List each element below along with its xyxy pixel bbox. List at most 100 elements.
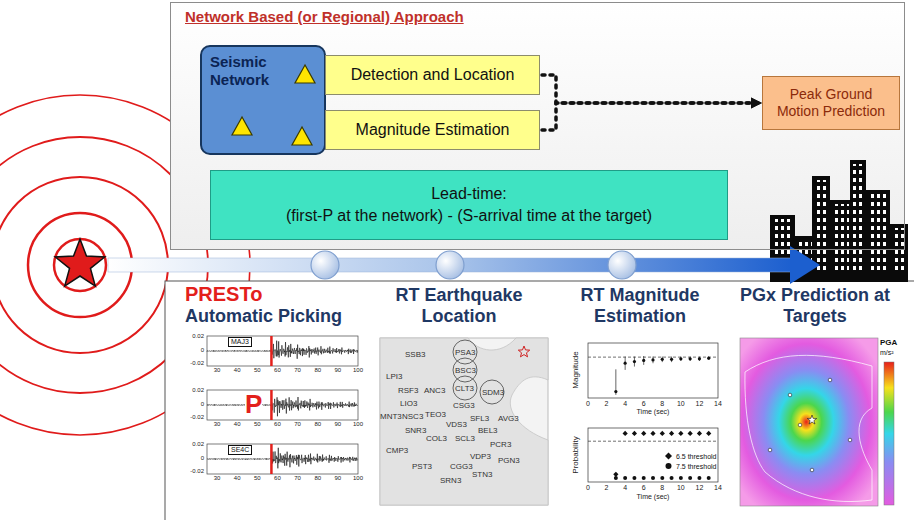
axis-tick: 80 — [314, 475, 321, 482]
axis-tick: 90 — [335, 367, 342, 374]
station-name: STN3 — [472, 470, 492, 479]
station-name: COL3 — [426, 434, 447, 443]
trace-label: MAJ3 — [228, 337, 252, 347]
stage-heading: RT Earthquake Location — [383, 285, 535, 326]
plot-label: Probability — [571, 436, 580, 473]
target-site — [768, 448, 772, 452]
network-box: Seismic Network — [200, 45, 326, 155]
station-name: PSA3 — [455, 348, 475, 357]
threshold-line — [588, 441, 718, 442]
plot-label: 12 — [696, 400, 704, 408]
panel-ground — [170, 2, 905, 250]
station-circle — [453, 340, 477, 364]
pga-coast — [745, 355, 872, 501]
timeline-arrowhead — [790, 246, 820, 284]
station-triangle — [292, 127, 312, 145]
plot-label: 8 — [660, 400, 664, 408]
station-name: LPI3 — [386, 372, 402, 381]
plot-label: 14 — [714, 400, 722, 408]
trace-label: P — [245, 391, 262, 417]
magnitude-point — [661, 358, 664, 361]
trace-frame — [207, 444, 358, 474]
map-land — [380, 338, 548, 505]
legend-text: 6.5 threshold — [676, 453, 716, 460]
plot-label: 2 — [605, 400, 609, 408]
probability-point — [669, 431, 674, 436]
station-name: RSF3 — [398, 386, 418, 395]
probability-point — [614, 476, 618, 480]
node-text: Magnitude Estimation — [356, 121, 510, 139]
target-site — [848, 438, 852, 442]
station-name: ANC3 — [424, 386, 445, 395]
axis-tick: 100 — [353, 475, 363, 482]
axis-tick: 80 — [314, 421, 321, 428]
axis-tick: 0 — [201, 455, 204, 462]
station-name: CSG3 — [453, 401, 475, 410]
target-site — [788, 393, 792, 397]
legend-text: 7.5 threshold — [676, 463, 716, 470]
magnitude-point — [642, 359, 645, 362]
plot-label: 10 — [677, 400, 685, 408]
station-name: PCR3 — [490, 440, 511, 449]
building — [850, 160, 866, 282]
probability-point — [651, 476, 655, 480]
node-body: (first-P at the network) - (S-arrival ti… — [286, 205, 652, 227]
approach-panel: Network Based (or Regional) ApproachSeis… — [170, 2, 905, 250]
pick-marker — [270, 390, 273, 420]
magnitude-point — [614, 390, 617, 393]
axis-tick: 30 — [214, 475, 221, 482]
probability-point — [660, 476, 664, 480]
probability-point — [632, 476, 636, 480]
station-circle — [453, 376, 477, 400]
magnitude-point — [679, 357, 682, 360]
building-windows — [853, 164, 863, 274]
magnitude-plots — [588, 343, 718, 482]
stage-heading: RT Magnitude Estimation — [560, 285, 720, 326]
axis-tick: -0.02 — [190, 468, 204, 475]
probability-point — [707, 476, 711, 480]
node-text: Lead-time: — [431, 183, 507, 205]
magnitude-point — [707, 357, 710, 360]
pga-colorbar — [884, 362, 894, 505]
building — [866, 190, 890, 282]
process-box: Detection and Location — [325, 55, 540, 95]
probability-point — [632, 431, 637, 436]
probability-point — [678, 431, 683, 436]
axis-tick: 40 — [234, 367, 241, 374]
axis-tick: 80 — [314, 367, 321, 374]
plot-label: 6 — [642, 484, 646, 492]
station-name: VDS3 — [446, 420, 467, 429]
plot-frame — [588, 343, 718, 398]
seismograms — [207, 336, 358, 474]
station-name: MNT3 — [380, 412, 402, 421]
station-name: CLT3 — [455, 384, 474, 393]
probability-point — [641, 431, 646, 436]
magnitude-point — [670, 358, 673, 361]
plot-label: Time (sec) — [637, 493, 670, 501]
node-text: Peak Ground Motion Prediction — [769, 86, 893, 120]
station-name: SFL3 — [470, 414, 489, 423]
axis-tick: 50 — [254, 475, 261, 482]
station-name: NSC3 — [402, 412, 423, 421]
plot-label: 0 — [586, 400, 590, 408]
station-name: SDM3 — [482, 388, 504, 397]
lead-time-band: Lead-time:(first-P at the network) - (S-… — [210, 170, 728, 240]
trace-label: SE4C — [228, 445, 252, 455]
magnitude-point — [624, 362, 627, 365]
station-name: TEO3 — [425, 410, 446, 419]
axis-tick: 100 — [353, 421, 363, 428]
axis-tick: 0 — [201, 401, 204, 408]
dotted-arrow — [542, 103, 760, 130]
map-ground — [380, 338, 548, 505]
timeline-step — [436, 251, 464, 279]
building-windows — [833, 204, 849, 274]
stage-heading: PRESTo — [185, 283, 262, 306]
axis-tick: 0.02 — [192, 387, 204, 394]
node-text: Network Based (or Regional) Approach — [185, 8, 890, 25]
station-triangle — [295, 65, 315, 83]
output-box: Peak Ground Motion Prediction — [762, 76, 900, 130]
axis-tick: 0.02 — [192, 333, 204, 340]
probability-point — [670, 476, 674, 480]
pick-marker — [270, 336, 273, 366]
